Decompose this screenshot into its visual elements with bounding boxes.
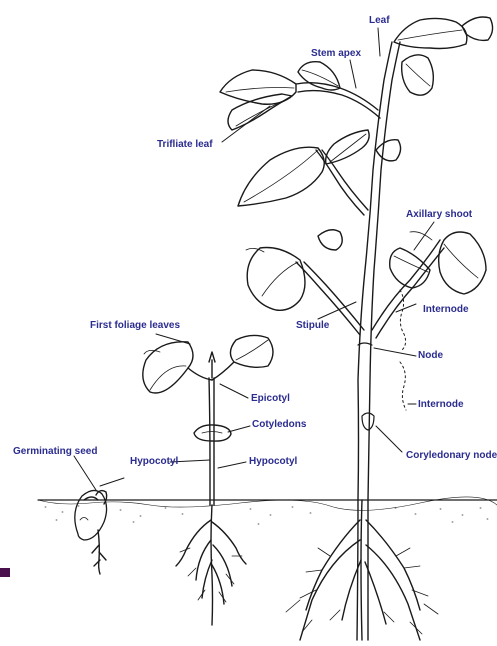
label-leaf: Leaf — [369, 15, 390, 26]
label-axillary-shoot: Axillary shoot — [406, 209, 472, 220]
label-node: Node — [418, 350, 443, 361]
seedling — [143, 335, 273, 625]
label-hypocotyl-mid: Hypocotyl — [249, 456, 297, 467]
label-hypocotyl-seedling: Hypocotyl — [130, 456, 178, 467]
label-epicotyl: Epicotyl — [251, 393, 290, 404]
label-germinating-seed: Germinating seed — [13, 446, 97, 457]
label-first-foliage-leaves: First foliage leaves — [90, 320, 180, 331]
label-stipule: Stipule — [296, 320, 329, 331]
label-cotyledons: Cotyledons — [252, 419, 306, 430]
label-internode-upper: Internode — [423, 304, 469, 315]
label-coryledonary-node: Coryledonary node — [406, 450, 497, 461]
soil-texture — [45, 506, 488, 524]
label-stem-apex: Stem apex — [311, 48, 361, 59]
label-trifliate-leaf: Trifliate leaf — [157, 139, 213, 150]
mature-plant — [220, 17, 493, 640]
label-internode-lower: Internode — [418, 399, 464, 410]
corner-marker — [0, 568, 10, 577]
